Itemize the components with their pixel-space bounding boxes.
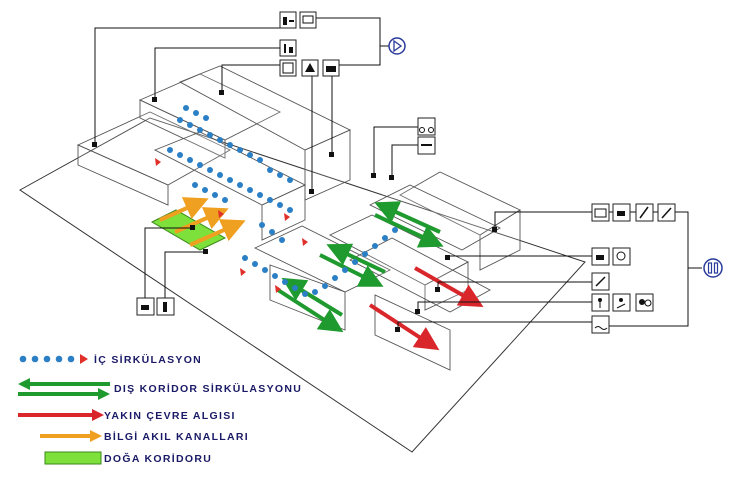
gymnastics-icon xyxy=(657,203,676,222)
legend-near-environment: YAKIN ÇEVRE ALGISI xyxy=(104,410,236,422)
stage-icon xyxy=(301,59,319,77)
children-play-icon xyxy=(591,293,610,312)
leader-end-points xyxy=(92,90,497,332)
entrance-markers xyxy=(155,158,308,293)
site-plane xyxy=(19,117,586,453)
cycling-icon xyxy=(417,117,436,136)
sport-icon xyxy=(591,272,610,291)
film-icon xyxy=(322,59,340,77)
legend-external-corridor: DIŞ KORİDOR SİRKÜLASYONU xyxy=(114,382,302,395)
cafe-icon xyxy=(136,297,155,316)
bottom-left-icon-group xyxy=(136,297,175,316)
sculpture-icon xyxy=(156,297,175,316)
fitness-icon xyxy=(417,136,436,155)
masks-icon xyxy=(635,293,654,312)
cafe-icon xyxy=(612,203,631,222)
legend-orange-arrow xyxy=(40,430,102,442)
cafe-icon xyxy=(591,247,610,266)
legend-nature-corridor: DOĞA KORİDORU xyxy=(104,452,212,465)
right-icon-group xyxy=(591,203,676,334)
play-button[interactable] xyxy=(388,37,406,55)
climbing-icon xyxy=(635,203,654,222)
swimming-icon xyxy=(591,315,610,334)
building-volumes xyxy=(76,65,521,371)
legend-nature-swatch xyxy=(44,451,102,465)
top-right-icon-group xyxy=(417,117,436,155)
legend-inner-circulation: İÇ SİRKÜLASYON xyxy=(94,353,202,366)
perception-arrows xyxy=(368,266,484,351)
legend: İÇ SİRKÜLASYON DIŞ KORİDOR SİRKÜLASYONU … xyxy=(18,353,302,465)
legend-dots xyxy=(19,354,88,364)
theatre-icon xyxy=(612,293,631,312)
dining-icon xyxy=(612,247,631,266)
reading-desk-icon xyxy=(279,11,297,29)
legend-knowledge-channels: BİLGİ AKIL KANALLARI xyxy=(104,430,249,443)
presentation-icon xyxy=(299,11,317,29)
library-icon xyxy=(279,59,297,77)
legend-green-arrows xyxy=(18,378,110,400)
top-icon-group xyxy=(279,11,340,77)
legend-red-arrow xyxy=(18,409,104,421)
exhibition-icon xyxy=(591,203,610,222)
pause-button[interactable] xyxy=(703,258,723,278)
workshop-icon xyxy=(279,39,297,57)
inner-circulation-dots xyxy=(167,105,398,297)
